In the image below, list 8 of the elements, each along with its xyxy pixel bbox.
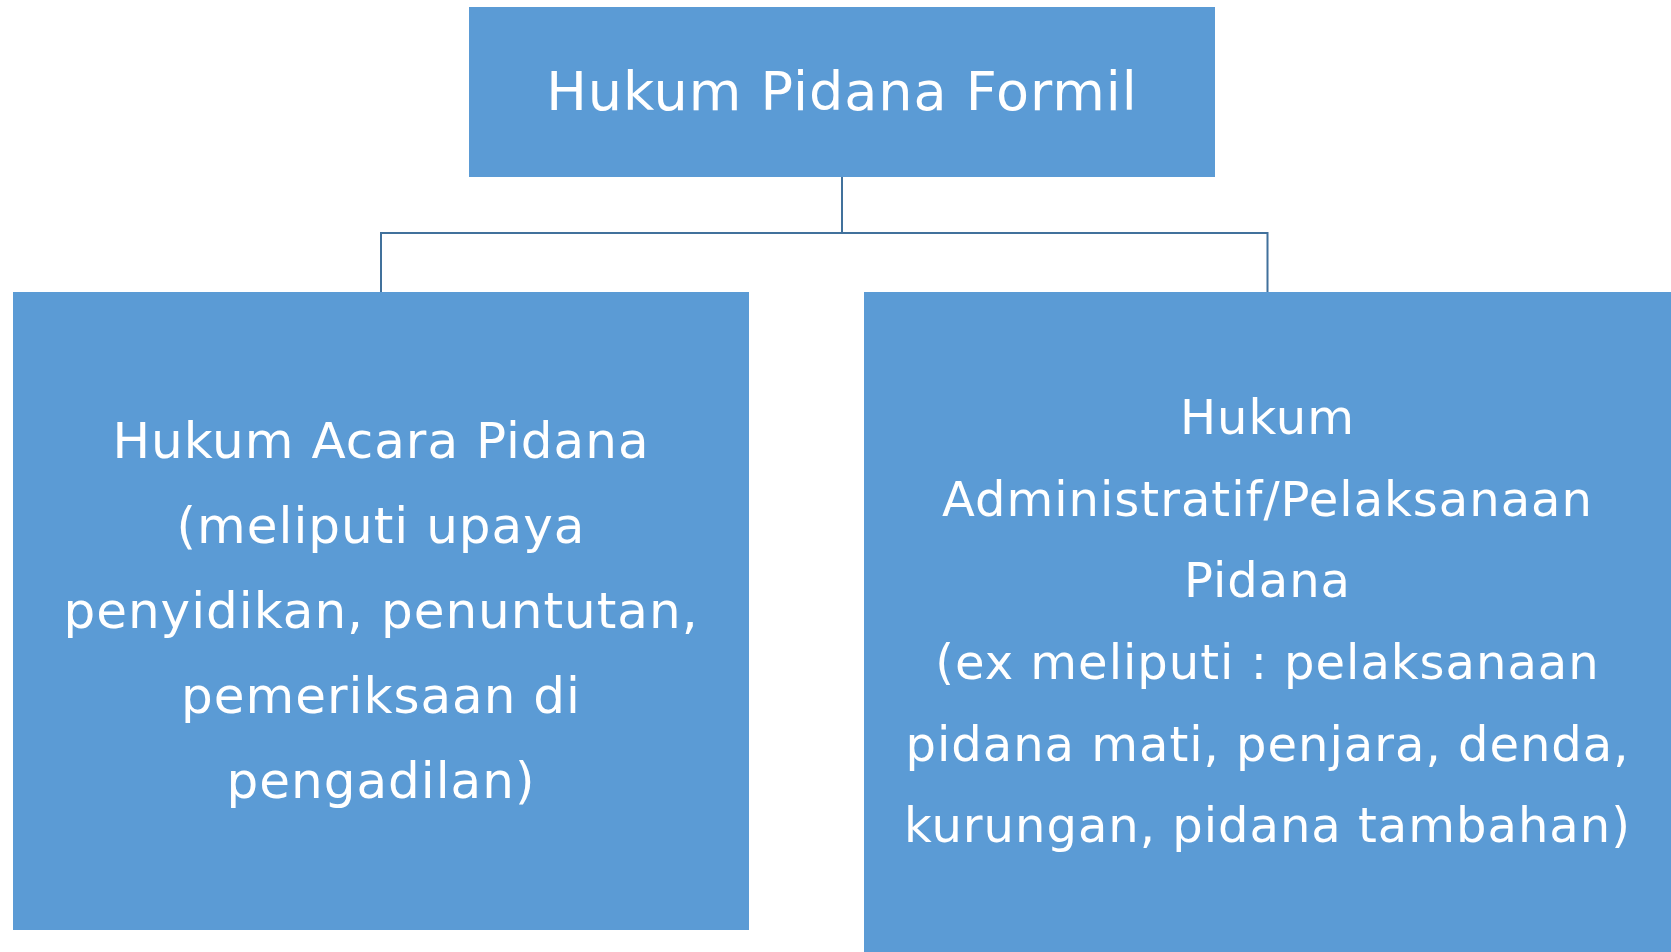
category-box	[864, 292, 1671, 952]
box-title: Hukum Administratif/Pelaksanaan Pidana	[941, 388, 1594, 611]
box-title: Hukum Pidana Formil	[546, 59, 1138, 126]
box-description: (ex meliputi : pelaksanaan pidana mati, penjara, denda, kurungan, pidana tambahan)	[903, 633, 1632, 856]
box-title: Hukum Acara Pidana	[112, 410, 650, 472]
box-description: (meliputi upaya penyidikan, penuntutan, pemeriksaan di pengadilan)	[62, 495, 700, 812]
category-box	[13, 292, 749, 930]
category-box	[469, 7, 1215, 177]
